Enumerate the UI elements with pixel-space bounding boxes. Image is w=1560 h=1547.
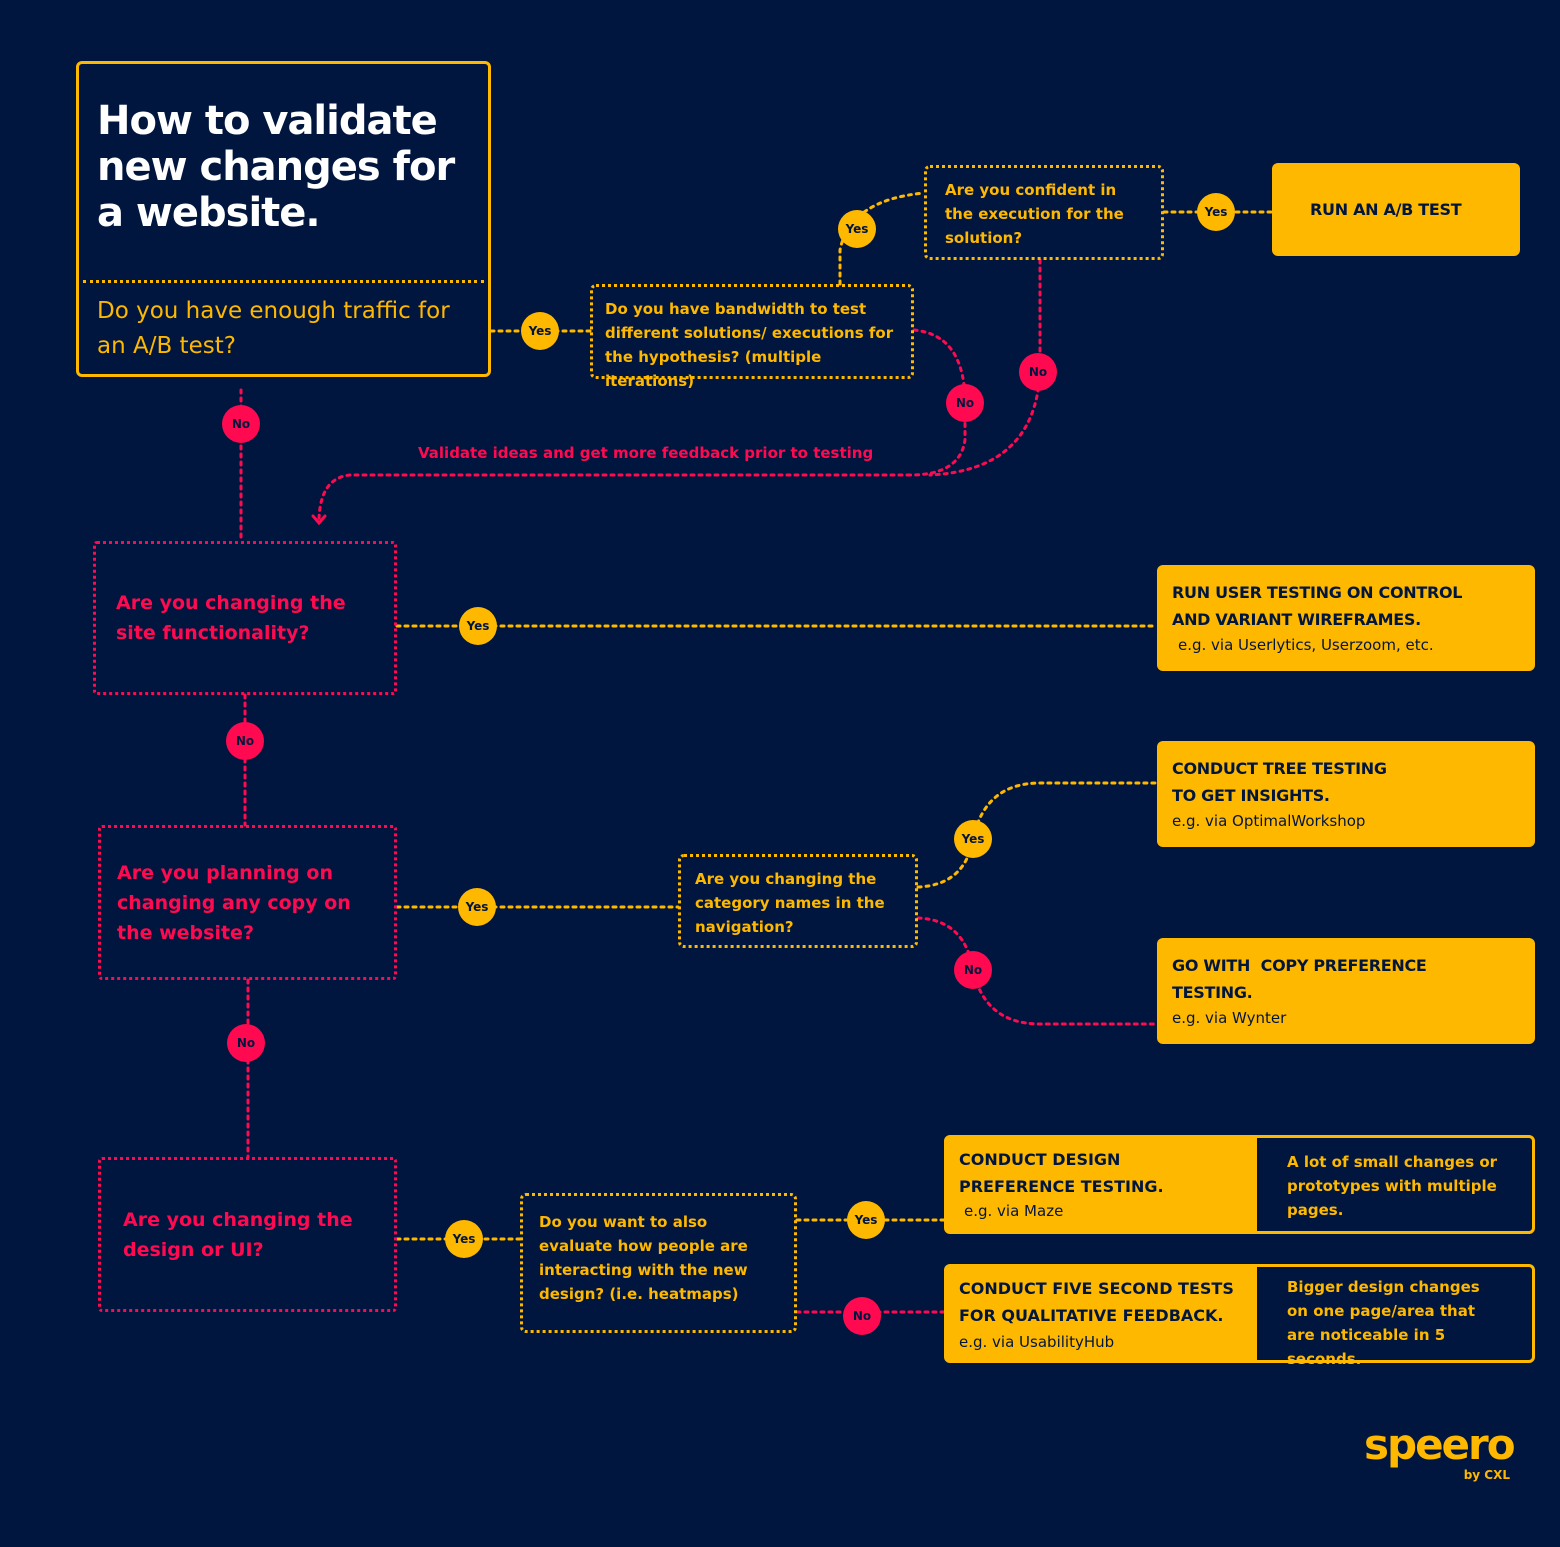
question-design-label: Are you changing the design or UI?	[123, 1208, 353, 1261]
no-badge: No	[226, 722, 264, 760]
page-title: How to validate new changes for a websit…	[97, 98, 455, 236]
outcome-tree-testing: CONDUCT TREE TESTING TO GET INSIGHTS. e.…	[1157, 741, 1535, 847]
yes-badge: Yes	[1197, 193, 1235, 231]
outcome-design-preference: CONDUCT DESIGN PREFERENCE TESTING. e.g. …	[944, 1135, 1535, 1234]
outcome-design-preference-title: CONDUCT DESIGN PREFERENCE TESTING.	[959, 1150, 1164, 1196]
outcome-design-preference-example: e.g. via Maze	[964, 1202, 1064, 1220]
validate-note: Validate ideas and get more feedback pri…	[418, 444, 874, 462]
outcome-design-preference-note: A lot of small changes or prototypes wit…	[1287, 1153, 1498, 1219]
outcome-five-second-note: Bigger design changes on one page/area t…	[1287, 1278, 1480, 1368]
outcome-ab-test-label: RUN AN A/B TEST	[1310, 200, 1462, 219]
outcome-five-second: CONDUCT FIVE SECOND TESTS FOR QUALITATIV…	[944, 1264, 1535, 1368]
question-functionality: Are you changing the site functionality?	[93, 541, 397, 695]
no-badge: No	[954, 951, 992, 989]
yes-badge: Yes	[954, 820, 992, 858]
yes-badge: Yes	[838, 210, 876, 248]
question-heatmaps: Do you want to also evaluate how people …	[520, 1193, 797, 1333]
connector-bandwidth-yes	[838, 191, 926, 286]
logo-byline: by CXL	[1463, 1468, 1510, 1482]
outcome-user-testing-example: e.g. via Userlytics, Userzoom, etc.	[1178, 636, 1434, 654]
outcome-copy-preference-title: GO WITH COPY PREFERENCE TESTING.	[1172, 956, 1432, 1002]
yes-badge: Yes	[458, 888, 496, 926]
start-question: Do you have enough traffic for an A/B te…	[97, 298, 450, 359]
question-bandwidth: Do you have bandwidth to test different …	[590, 284, 914, 390]
outcome-user-testing-title: RUN USER TESTING ON CONTROL AND VARIANT …	[1172, 583, 1463, 629]
no-badge: No	[1019, 353, 1057, 391]
outcome-copy-preference-example: e.g. via Wynter	[1172, 1009, 1287, 1027]
outcome-copy-preference: GO WITH COPY PREFERENCE TESTING. e.g. vi…	[1157, 938, 1535, 1044]
yes-badge: Yes	[521, 312, 559, 350]
outcome-ab-test: RUN AN A/B TEST	[1272, 163, 1520, 256]
title-box: How to validate new changes for a websit…	[76, 61, 491, 377]
question-copy: Are you planning on changing any copy on…	[98, 825, 397, 980]
outcome-tree-testing-example: e.g. via OptimalWorkshop	[1172, 812, 1366, 830]
no-badge: No	[222, 405, 260, 443]
question-category: Are you changing the category names in t…	[678, 854, 918, 948]
logo-wordmark: speero	[1364, 1420, 1516, 1469]
outcome-tree-testing-title: CONDUCT TREE TESTING TO GET INSIGHTS.	[1172, 759, 1387, 805]
no-badge: No	[843, 1297, 881, 1335]
speero-logo: speero by CXL	[1364, 1420, 1516, 1483]
outcome-user-testing: RUN USER TESTING ON CONTROL AND VARIANT …	[1157, 565, 1535, 671]
yes-badge: Yes	[459, 607, 497, 645]
outcome-five-second-title: CONDUCT FIVE SECOND TESTS FOR QUALITATIV…	[959, 1279, 1234, 1325]
no-badge: No	[946, 384, 984, 422]
yes-badge: Yes	[445, 1220, 483, 1258]
question-design: Are you changing the design or UI?	[98, 1157, 397, 1312]
question-confident: Are you confident in the execution for t…	[924, 165, 1164, 260]
question-copy-label: Are you planning on changing any copy on…	[117, 861, 351, 944]
no-badge: No	[227, 1024, 265, 1062]
arrow-head-icon	[311, 514, 327, 526]
outcome-five-second-example: e.g. via UsabilityHub	[959, 1333, 1115, 1351]
question-functionality-label: Are you changing the site functionality?	[116, 592, 346, 644]
divider	[83, 280, 484, 283]
yes-badge: Yes	[847, 1201, 885, 1239]
connector-validate	[317, 473, 912, 522]
